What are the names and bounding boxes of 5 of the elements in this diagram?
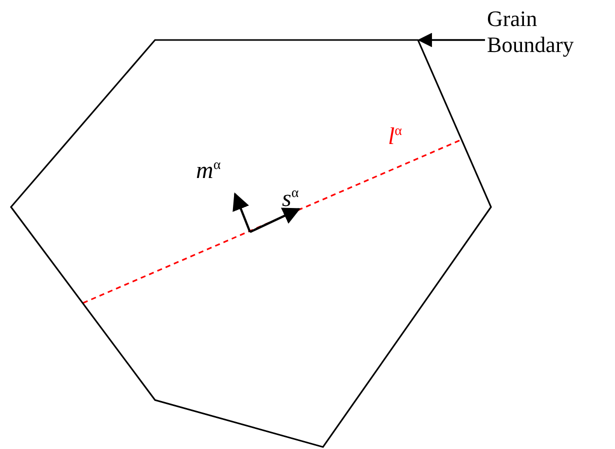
vector-label: m$^{α}$ [196,157,221,185]
boundary-label: Grain Boundary [487,6,575,58]
vector-label: s$^{α}$ [282,185,299,213]
leader-arrow [418,32,485,48]
line-label: l$^{α}$ [388,123,402,151]
